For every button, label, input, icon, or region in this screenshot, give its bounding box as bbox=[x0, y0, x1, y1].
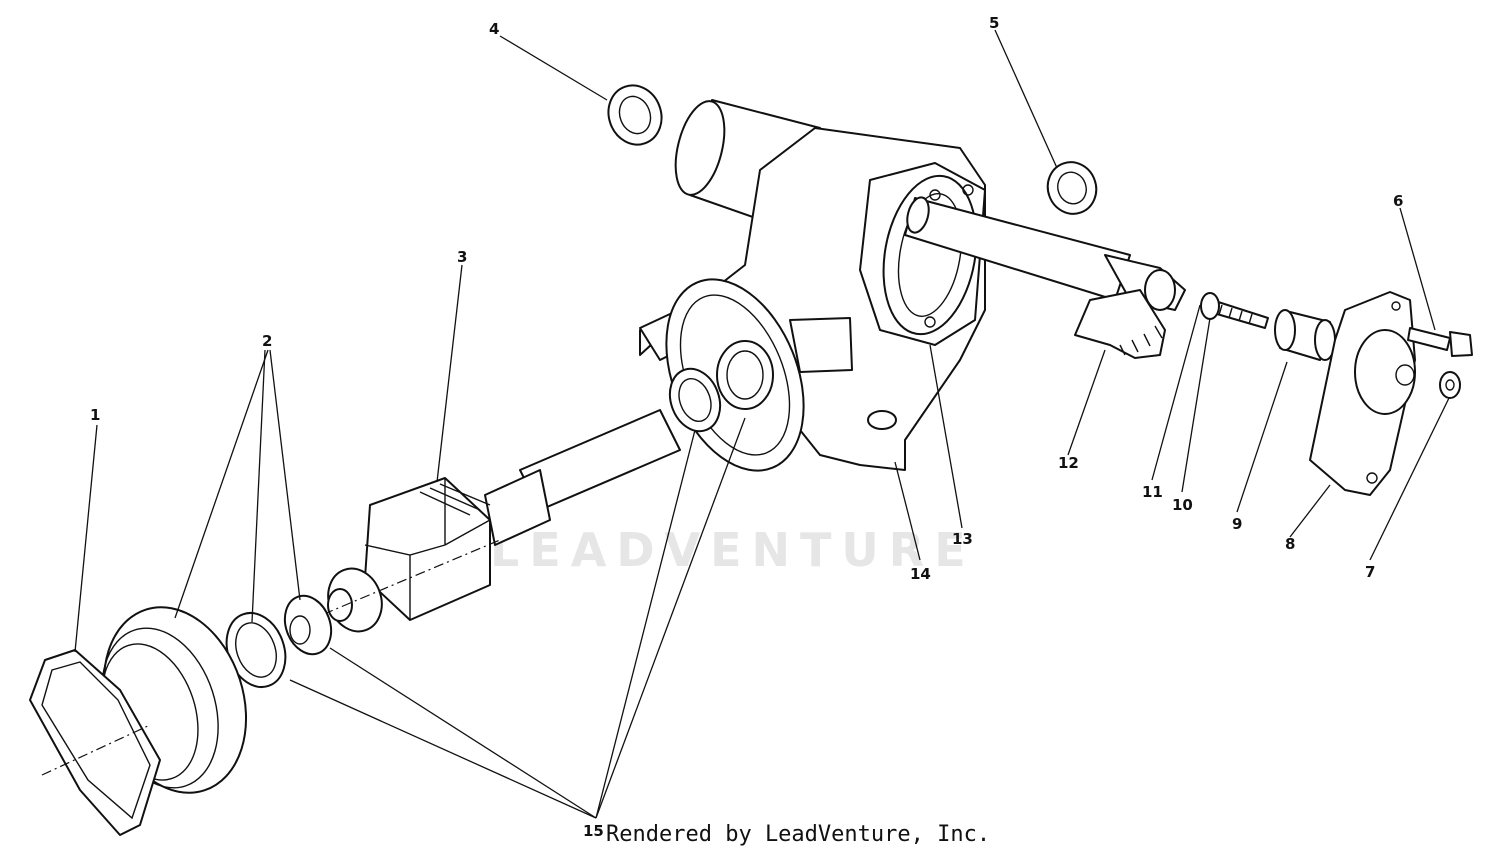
seal-5 bbox=[1046, 161, 1098, 215]
callout-4: 4 bbox=[489, 20, 499, 38]
adjusting-screw-10 bbox=[1200, 292, 1269, 329]
callout-12: 12 bbox=[1058, 454, 1079, 472]
callout-3: 3 bbox=[457, 248, 467, 266]
callout-13: 13 bbox=[952, 530, 973, 548]
callout-7: 7 bbox=[1365, 563, 1375, 581]
callout-10: 10 bbox=[1172, 496, 1193, 514]
callout-8: 8 bbox=[1285, 535, 1295, 553]
callout-1: 1 bbox=[90, 406, 100, 424]
cover-plate-8 bbox=[1309, 291, 1416, 496]
input-shaft-worm bbox=[304, 409, 681, 633]
callout-14: 14 bbox=[910, 565, 931, 583]
render-credit: Rendered by LeadVenture, Inc. bbox=[606, 822, 991, 847]
segment-gear-12 bbox=[1074, 289, 1166, 359]
bearing-cone-2 bbox=[283, 594, 333, 656]
bearing-15 bbox=[668, 367, 722, 433]
nut-7 bbox=[1439, 371, 1461, 399]
callout-labels: 1 2 3 4 5 6 7 8 9 10 11 12 13 14 15 bbox=[90, 14, 1403, 840]
seal-4 bbox=[607, 84, 663, 146]
callout-15: 15 bbox=[583, 822, 604, 840]
callout-11: 11 bbox=[1142, 483, 1163, 501]
callout-6: 6 bbox=[1393, 192, 1403, 210]
lock-ring-1 bbox=[29, 649, 161, 836]
bolt-6 bbox=[1407, 327, 1473, 357]
watermark-text: LEADVENTURE bbox=[490, 523, 976, 577]
callout-2: 2 bbox=[262, 332, 272, 350]
callout-9: 9 bbox=[1232, 515, 1242, 533]
leader-lines bbox=[74, 29, 1450, 819]
output-shaft bbox=[904, 196, 1186, 311]
bushing-9 bbox=[1274, 309, 1336, 361]
callout-5: 5 bbox=[989, 14, 999, 32]
